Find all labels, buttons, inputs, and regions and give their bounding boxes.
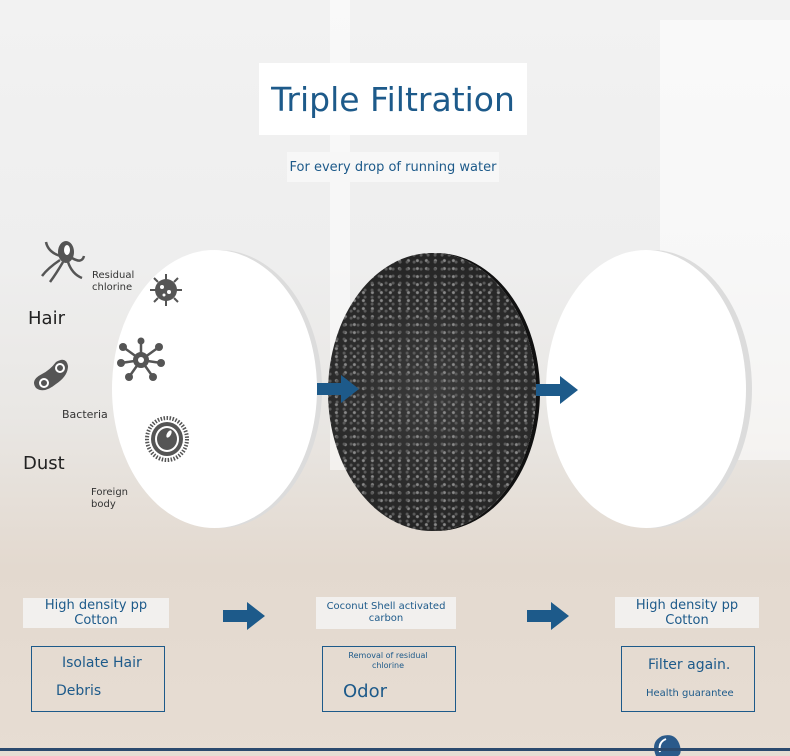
- virus-icon: [150, 274, 182, 306]
- stage-2-line2: Odor: [343, 681, 388, 702]
- germ-icon: [117, 337, 165, 381]
- stage-2-name: Coconut Shell activated carbon: [316, 597, 456, 629]
- pp-cotton-filter-disc-2: [546, 250, 746, 528]
- stage-3-box: Filter again. Health guarantee: [621, 646, 755, 712]
- label-hair: Hair: [28, 308, 65, 329]
- arrow-right-icon: [223, 602, 265, 630]
- stage-3-name: High density pp Cotton: [615, 597, 759, 628]
- page-subtitle: For every drop of running water: [287, 152, 499, 182]
- stage-3-line2: Health guarantee: [646, 688, 734, 699]
- label-dust: Dust: [23, 453, 65, 474]
- water-drop-icon: [654, 735, 681, 756]
- microbe-tentacle-icon: [41, 241, 86, 283]
- bacteria-icon: [34, 359, 68, 391]
- bottom-divider: [0, 748, 790, 751]
- activated-carbon-disc: [328, 253, 536, 531]
- label-bacteria: Bacteria: [62, 408, 108, 421]
- stage-1-box: Isolate Hair Debris: [31, 646, 165, 712]
- label-residual-chlorine: Residual chlorine: [92, 270, 135, 293]
- page-title: Triple Filtration: [259, 63, 527, 135]
- stage-3-line1: Filter again.: [648, 657, 731, 673]
- arrow-right-icon: [527, 602, 569, 630]
- stage-2-box: Removal of residual chlorine Odor: [322, 646, 456, 712]
- spore-icon: [145, 416, 189, 462]
- pp-cotton-filter-disc-1: [112, 250, 317, 528]
- stage-1-line1: Isolate Hair: [62, 655, 142, 671]
- stage-1-name: High density pp Cotton: [23, 598, 169, 628]
- arrow-right-icon: [536, 376, 578, 404]
- stage-2-line1: Removal of residual chlorine: [348, 651, 428, 670]
- stage-1-line2: Debris: [56, 683, 102, 699]
- label-foreign-body: Foreign body: [91, 487, 129, 510]
- arrow-right-icon: [317, 375, 359, 403]
